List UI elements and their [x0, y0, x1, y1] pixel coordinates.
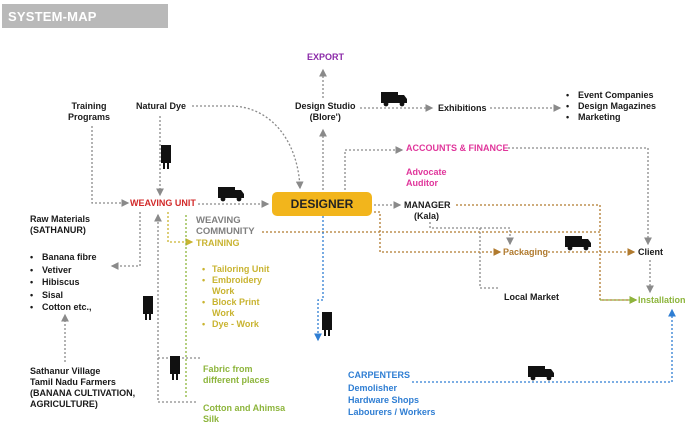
manager-line: MANAGER: [404, 200, 451, 210]
list-item: Event Companies: [566, 90, 656, 101]
weaving-community-label: WEAVING COMMUNITY: [196, 215, 255, 237]
list-item: Design Magazines: [566, 101, 656, 112]
client-label: Client: [638, 247, 664, 257]
exhibitions-label: Exhibitions: [438, 103, 487, 113]
village-line: (BANANA CULTIVATION,: [30, 388, 136, 398]
list-item: Hibiscus: [30, 276, 97, 289]
connector: [508, 147, 652, 246]
export-label: EXPORT: [307, 52, 345, 62]
connector: [91, 126, 130, 207]
list-item: Cotton etc.,: [30, 301, 97, 314]
hand-loom-icon: [170, 356, 180, 380]
advocate-auditor-label: Advocate Auditor: [406, 167, 447, 189]
advocate-line: Advocate: [406, 167, 447, 177]
training-programs-label: Training Programs: [68, 101, 110, 123]
training-programs-line: Programs: [68, 112, 111, 122]
design-studio-label: Design Studio (Blore'): [295, 101, 356, 123]
connector: [429, 222, 514, 246]
list-item: Block Print Work: [202, 297, 282, 319]
manager-name-line: (Kala): [414, 211, 440, 221]
training-label: TRAINING: [196, 238, 240, 248]
connector: [314, 216, 324, 342]
truck-icon: [381, 92, 407, 107]
accounts-finance-label: ACCOUNTS & FINANCE: [406, 143, 509, 153]
fabric-line: different places: [203, 375, 270, 385]
training-programs-line: Training: [71, 101, 107, 111]
connector: [167, 212, 194, 246]
page-title: SYSTEM-MAP: [8, 9, 97, 24]
list-item: Marketing: [566, 112, 656, 123]
carpenter-item: Demolisher: [348, 383, 398, 393]
raw-items-list: Banana fibre Vetiver Hibiscus Sisal Cott…: [30, 251, 97, 314]
design-studio-line: (Blore'): [309, 112, 341, 122]
auditor-line: Auditor: [406, 178, 438, 188]
weaving-community-line: WEAVING: [196, 215, 241, 226]
connector: [192, 105, 304, 190]
cotton-silk-label: Cotton and Ahimsa Silk: [203, 403, 285, 425]
truck-icon: [218, 187, 244, 202]
connector: [110, 212, 141, 270]
village-label: Sathanur Village Tamil Nadu Farmers (BAN…: [30, 366, 135, 410]
fabric-line: Fabric from: [203, 364, 253, 374]
carpenter-item: Labourers / Workers: [348, 407, 436, 417]
carpenter-item: Hardware Shops: [348, 395, 420, 405]
training-items-list: Tailoring Unit Embroidery Work Block Pri…: [202, 264, 282, 330]
truck-icon: [565, 236, 591, 251]
silk-line: Silk: [203, 414, 220, 424]
raw-materials-line: Raw Materials: [30, 214, 91, 224]
design-studio-line: Design Studio: [295, 101, 356, 111]
raw-materials-line: (SATHANUR): [30, 225, 86, 235]
packaging-label: Packaging: [503, 247, 549, 257]
list-item: Tailoring Unit: [202, 264, 282, 275]
natural-dye-label: Natural Dye: [136, 101, 187, 111]
village-line: Sathanur Village: [30, 366, 101, 376]
carpenters-label: CARPENTERS: [348, 370, 411, 380]
village-line: AGRICULTURE): [30, 399, 98, 409]
fabric-label: Fabric from different places: [203, 364, 270, 386]
connector: [412, 308, 676, 383]
list-item: Sisal: [30, 289, 97, 302]
weaving-community-line: COMMUNITY: [196, 226, 255, 237]
weaving-unit-label: WEAVING UNIT: [130, 198, 196, 208]
connector: [479, 228, 500, 289]
exhibition-targets-list: Event Companies Design Magazines Marketi…: [566, 90, 656, 123]
installation-label: Installation: [638, 295, 686, 305]
list-item: Embroidery Work: [202, 275, 282, 297]
hand-loom-icon: [161, 145, 171, 169]
list-item: Dye - Work: [202, 319, 282, 330]
connector: [154, 213, 196, 403]
raw-materials-label: Raw Materials (SATHANUR): [30, 214, 90, 236]
connector: [374, 211, 502, 256]
connector: [344, 146, 404, 190]
designer-box: DESIGNER: [272, 192, 372, 216]
title-bar: SYSTEM-MAP: [2, 4, 168, 28]
village-line: Tamil Nadu Farmers: [30, 377, 116, 387]
connector: [456, 204, 601, 232]
manager-label: MANAGER (Kala): [404, 200, 451, 222]
hand-loom-icon: [143, 296, 153, 320]
hand-loom-icon: [322, 312, 332, 336]
list-item: Banana fibre: [30, 251, 97, 264]
local-market-label: Local Market: [504, 292, 560, 302]
truck-icon: [528, 366, 554, 381]
list-item: Vetiver: [30, 264, 97, 277]
carpenter-items: Demolisher Hardware Shops Labourers / Wo…: [348, 382, 435, 418]
cotton-line: Cotton and Ahimsa: [203, 403, 286, 413]
